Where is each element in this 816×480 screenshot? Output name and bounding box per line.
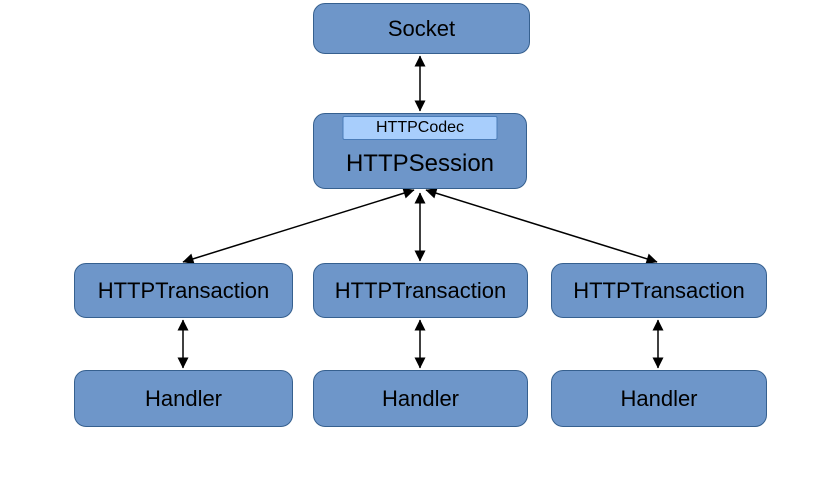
node-session-label: HTTPSession: [345, 150, 495, 177]
node-session: HTTPCodec HTTPSession: [313, 113, 527, 189]
node-handler-1-label: Handler: [144, 385, 223, 411]
node-transaction-2: HTTPTransaction: [313, 263, 528, 318]
arrow-session-transaction-3: [425, 187, 658, 265]
node-socket-label: Socket: [387, 15, 456, 41]
node-transaction-1: HTTPTransaction: [74, 263, 293, 318]
node-transaction-2-label: HTTPTransaction: [334, 277, 507, 303]
node-transaction-3-label: HTTPTransaction: [573, 277, 745, 303]
node-handler-1: Handler: [74, 370, 293, 427]
node-transaction-3: HTTPTransaction: [551, 263, 767, 318]
node-handler-3: Handler: [551, 370, 767, 427]
node-transaction-1-label: HTTPTransaction: [97, 277, 270, 303]
node-codec: HTTPCodec: [342, 116, 498, 140]
node-handler-3-label: Handler: [620, 385, 698, 411]
node-socket: Socket: [313, 3, 530, 54]
arrow-session-transaction-1: [182, 187, 415, 265]
node-codec-label: HTTPCodec: [375, 119, 465, 136]
node-handler-2: Handler: [313, 370, 528, 427]
node-handler-2-label: Handler: [381, 385, 460, 411]
